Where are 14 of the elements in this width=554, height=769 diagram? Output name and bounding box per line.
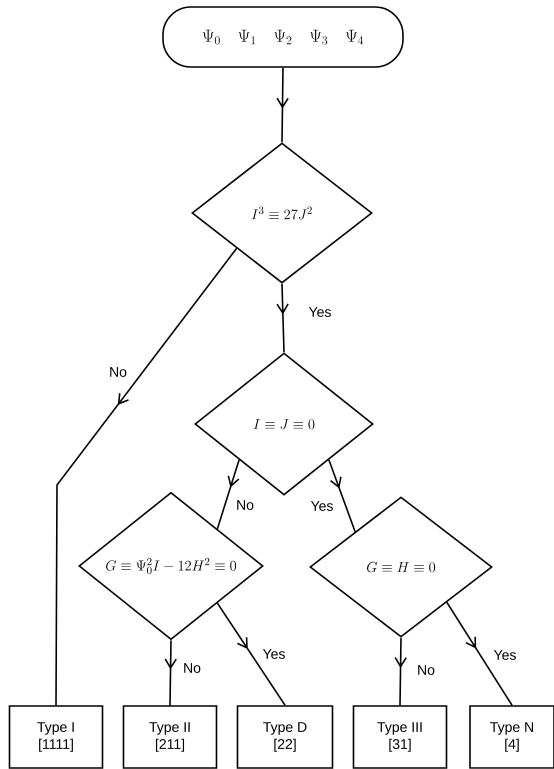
edge-label: Yes [492, 649, 518, 661]
edge-label: No [235, 499, 255, 511]
edge-label: Yes [262, 648, 286, 660]
edge-label: Yes [310, 500, 334, 512]
start-terminal: $\Psi_0\quad \Psi_1\quad \Psi_2\quad \Psi_3\quad \Psi_4$ [162, 6, 404, 68]
result-box: Type I [1111] [8, 705, 104, 769]
result-box: Type II [211] [122, 705, 218, 769]
result-box: Type III [31] [352, 705, 448, 769]
edge-label: Yes [308, 306, 332, 318]
result-box: Type D [22] [236, 705, 334, 769]
edge-label: No [182, 662, 202, 674]
edge-label: No [108, 366, 128, 378]
edge-label: No [416, 664, 436, 676]
result-box: Type N [4] [469, 705, 554, 769]
